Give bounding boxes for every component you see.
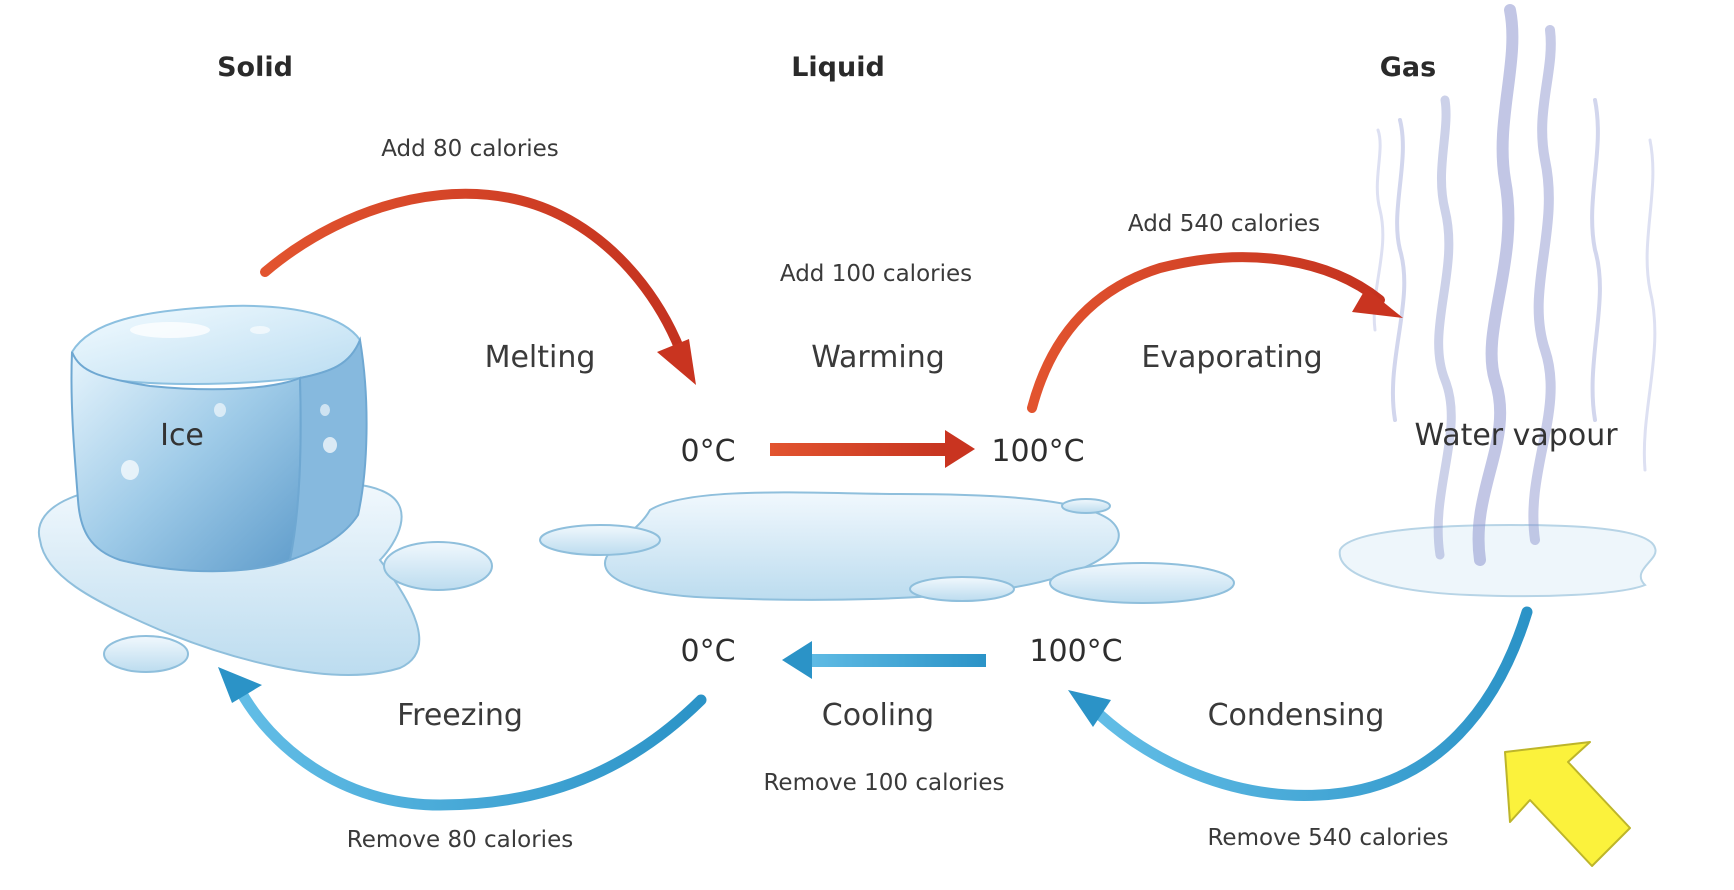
cooling-label: Cooling [821,698,935,733]
cooling-arrow [782,641,986,679]
warming-arrow [770,430,975,468]
condensing-calories: Remove 540 calories [1207,825,1449,851]
evaporating-calories: Add 540 calories [1127,211,1321,237]
cooling-calories: Remove 100 calories [763,770,1005,796]
temp-melting-point: 0°C [680,434,736,469]
evaporating-label: Evaporating [1141,340,1323,375]
ice-cube-image [70,304,368,573]
temp-boiling-point: 100°C [991,434,1085,469]
freezing-arrow [218,667,707,811]
vapour-puddle [1338,523,1657,598]
warming-label: Warming [811,340,945,375]
melting-arrow [260,188,696,385]
melting-label: Melting [484,340,596,375]
yellow-pointer-arrow-icon [1504,741,1631,867]
temp-condensing-point: 100°C [1029,634,1123,669]
evaporating-arrow [1027,252,1403,413]
condensing-label: Condensing [1207,698,1385,733]
temp-freezing-point: 0°C [680,634,736,669]
liquid-water-puddle [539,491,1235,604]
freezing-calories: Remove 80 calories [346,827,574,853]
warming-calories: Add 100 calories [779,261,973,287]
water-vapour-plumes [1372,4,1657,566]
condensing-arrow [1068,606,1533,801]
ice-label: Ice [160,418,204,453]
state-heading-solid: Solid [217,52,293,83]
state-heading-liquid: Liquid [791,52,885,83]
water-vapour-label: Water vapour [1414,418,1618,453]
state-heading-gas: Gas [1379,52,1437,83]
melting-calories: Add 80 calories [381,136,559,162]
freezing-label: Freezing [397,698,523,733]
